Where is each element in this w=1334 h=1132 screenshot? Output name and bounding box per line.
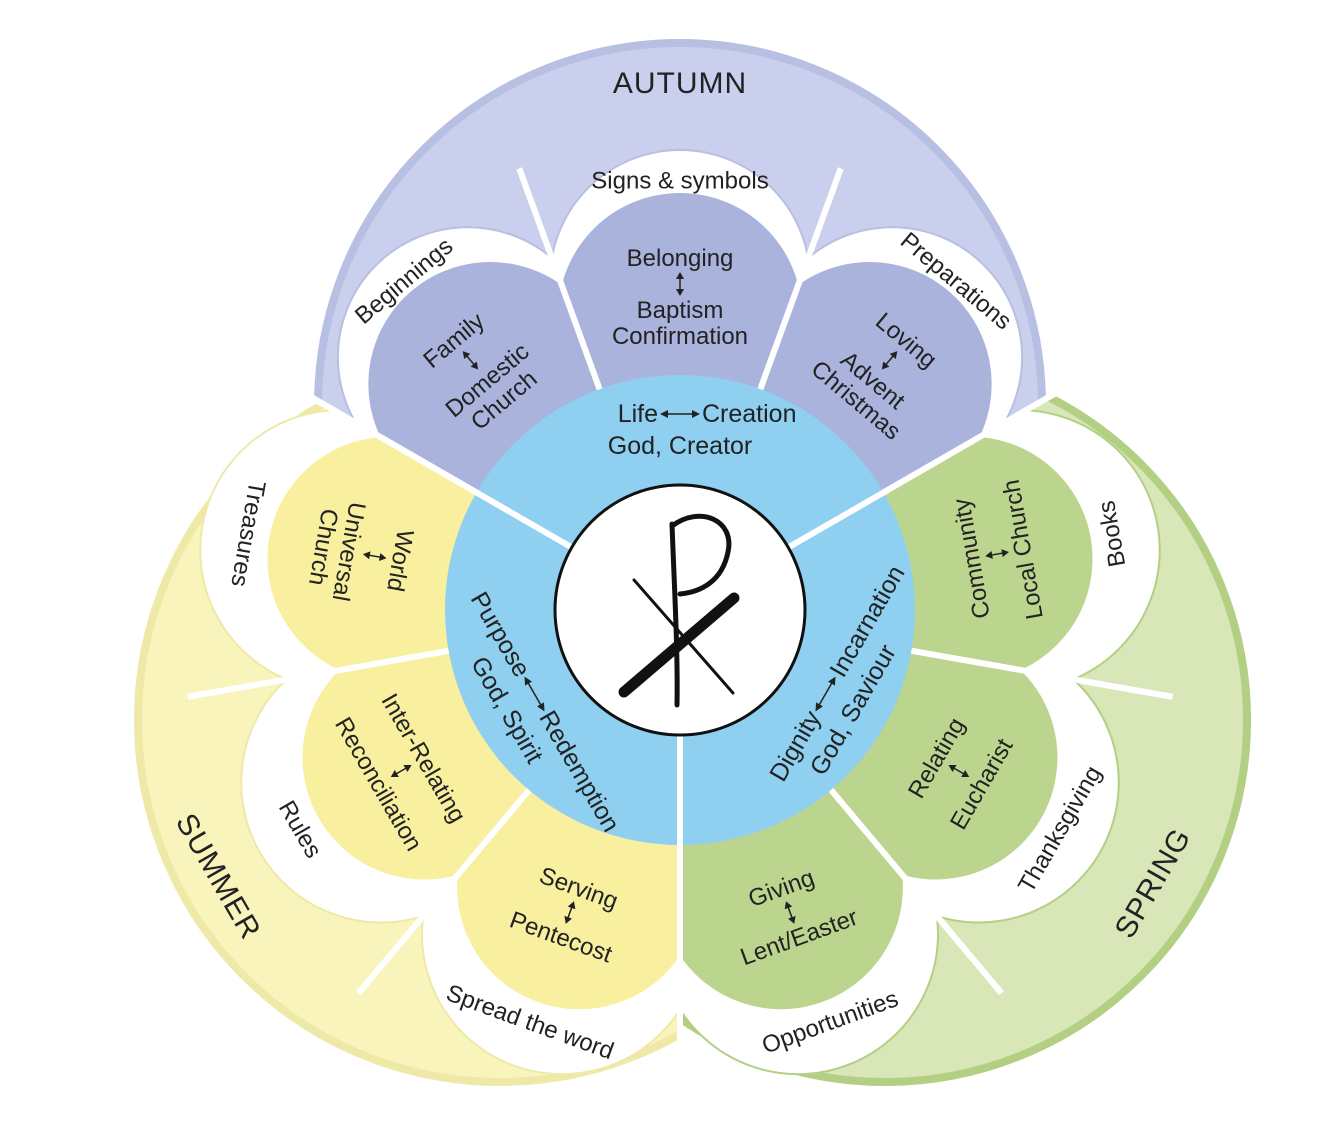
double-arrow-icon (881, 351, 898, 370)
petal-inner-area (558, 193, 802, 437)
petal-divider (755, 167, 844, 395)
petal-divider (877, 357, 1115, 498)
double-arrow-icon (985, 549, 1009, 559)
double-arrow-icon (390, 765, 412, 777)
core-theme-right: Creation (702, 400, 797, 428)
center-emblem (553, 483, 807, 737)
double-arrow-icon (524, 676, 545, 712)
chi-rho-icon (618, 513, 740, 708)
double-arrow-icon (948, 765, 970, 777)
center-circle (553, 483, 807, 737)
petal-divider (245, 357, 483, 498)
double-arrow-icon (362, 551, 387, 561)
petal-theme-bottom: Confirmation (612, 323, 748, 350)
season-label-autumn: AUTUMN (613, 67, 747, 100)
double-arrow-icon (660, 410, 700, 418)
petal-divider (187, 646, 455, 700)
double-arrow-icon (462, 351, 479, 370)
petal-divider (356, 784, 535, 995)
core-theme-god: God, Creator (608, 432, 753, 460)
petal-divider (825, 784, 1004, 995)
double-arrow-icon (676, 272, 684, 296)
petal-divider (516, 167, 605, 395)
petal-theme-top: Belonging (627, 245, 734, 272)
petal-divider (905, 646, 1173, 700)
double-arrow-icon (564, 901, 576, 924)
petal-outer-label: Signs & symbols (591, 167, 768, 194)
double-arrow-icon (815, 676, 836, 712)
double-arrow-icon (784, 901, 796, 924)
core-theme-left: Life (618, 400, 658, 428)
petal-theme-bottom: Baptism (637, 297, 724, 324)
core-divider (786, 487, 890, 551)
core-divider (470, 487, 574, 551)
